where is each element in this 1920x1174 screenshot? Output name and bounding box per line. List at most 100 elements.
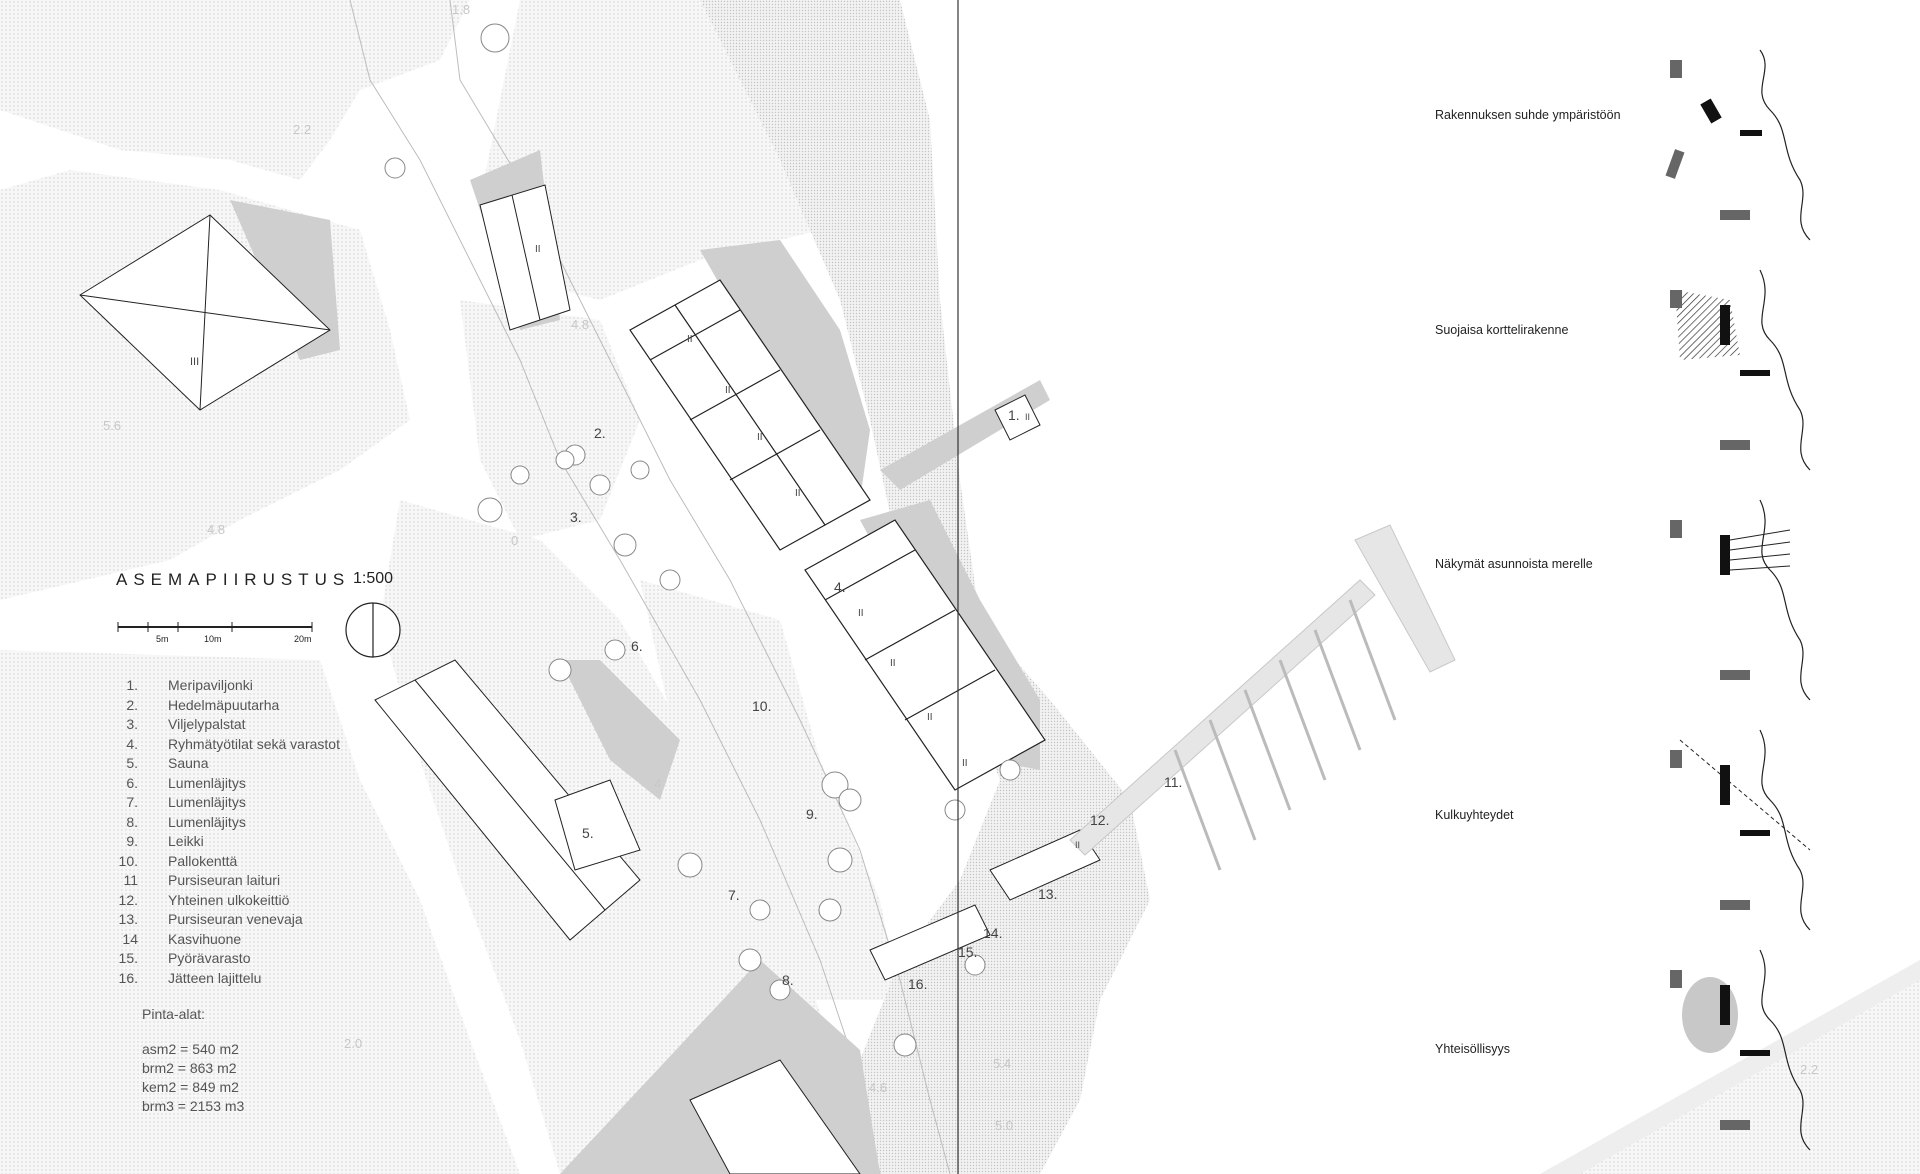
legend-item-number: 12. <box>118 891 138 908</box>
legend-item-number: 2. <box>126 696 138 713</box>
roof-mark-8: II <box>890 658 896 669</box>
altitude-5: 0 <box>511 533 519 548</box>
altitude-8: 4.6 <box>869 1080 888 1095</box>
altitude-6: 4 <box>654 776 662 791</box>
pier <box>1069 524 1456 871</box>
roof-mark-4: II <box>725 385 731 396</box>
plan-label-15: 15. <box>958 944 978 960</box>
legend-item-label: Pursiseuran laituri <box>168 872 281 888</box>
legend-item-number: 15. <box>118 950 138 966</box>
legend-item-label: Lumenläjitys <box>168 813 246 830</box>
concept-diagram-4 <box>1670 729 1811 931</box>
plan-label-14: 14. <box>983 925 1003 941</box>
scale-label-20m: 20m <box>294 634 312 644</box>
north-arrow <box>345 602 401 658</box>
plan-label-7: 7. <box>728 887 740 903</box>
roof-mark-5: II <box>757 432 763 443</box>
altitude-12: 2.0 <box>344 1036 363 1051</box>
legend-item: 13. Pursiseuran venevaja <box>119 910 340 930</box>
legend-item-label: Pyörävarasto <box>168 950 251 966</box>
legend-item: 8. Lumenläjitys <box>126 813 340 833</box>
legend-item: 6.Lumenläjitys <box>126 774 340 794</box>
scale-ratio: 1:500 <box>353 570 394 587</box>
new-housing-blocks <box>629 279 1046 791</box>
legend-item-number: 11 <box>123 872 138 888</box>
legend-item-number: 9. <box>126 833 138 849</box>
legend-item: 14 Kasvihuone <box>122 930 340 950</box>
sea-pavilion <box>994 394 1041 441</box>
sauna-building <box>554 779 641 871</box>
concept-diagrams <box>1665 49 1811 1151</box>
altitude-2: 2.2 <box>293 122 312 137</box>
legend-item: 3. Viljelypalstat <box>126 715 340 735</box>
legend-item-label: Viljelypalstat <box>168 716 246 732</box>
plan-label-6: 6. <box>631 638 643 654</box>
altitude-1: 1.8 <box>452 2 471 17</box>
legend-item-number: 1. <box>126 677 138 693</box>
legend-item-label: Ryhmätyötilat sekä varastot <box>168 735 340 752</box>
legend-item: 11 Pursiseuran laituri <box>123 871 340 891</box>
building-small-north <box>479 184 571 331</box>
concept-title-3: Näkymät asunnoista merelle <box>1435 557 1593 571</box>
legend-item-number: 3. <box>126 716 138 732</box>
plan-label-1: 1. <box>1008 407 1020 423</box>
legend-item: 5. Sauna <box>126 754 340 774</box>
area-line-brm2: brm2 = 863 m2 <box>142 1060 237 1076</box>
roof-mark-6: II <box>795 488 801 499</box>
plan-label-5: 5. <box>582 825 594 841</box>
legend-item-label: Meripaviljonki <box>168 677 253 693</box>
legend-item-number: 10. <box>118 852 138 869</box>
scale-label-10m: 10m <box>204 634 222 644</box>
legend-item-label: Sauna <box>168 755 209 771</box>
legend-item-number: 5. <box>126 755 138 771</box>
roof-mark-3: II <box>687 334 693 345</box>
concept-diagram-1 <box>1665 49 1811 241</box>
area-line-asm2: asm2 = 540 m2 <box>142 1041 239 1057</box>
roof-mark-7: II <box>858 608 864 619</box>
legend-item: 4.Ryhmätyötilat sekä varastot <box>126 735 340 755</box>
legend-item-label: Kasvihuone <box>168 930 242 947</box>
legend-item-label: Leikki <box>168 833 204 849</box>
plan-label-12: 12. <box>1090 812 1110 828</box>
altitude-9: 5.4 <box>993 1056 1012 1071</box>
altitude-10: 5.0 <box>995 1118 1014 1133</box>
legend-item-number: 14 <box>122 930 138 947</box>
drawing-title: ASEMAPIIRUSTUS <box>116 570 351 589</box>
area-line-brm3: brm3 = 2153 m3 <box>142 1098 245 1114</box>
plan-label-4: 4. <box>834 579 846 595</box>
altitude-4: 4.8 <box>207 522 226 537</box>
pavilions <box>869 394 1101 981</box>
outdoor-kitchen <box>989 829 1101 901</box>
legend-item-number: 8. <box>126 813 138 830</box>
legend-item-number: 6. <box>126 774 138 791</box>
legend-item-label: Pursiseuran venevaja <box>168 911 303 927</box>
concept-diagram-2 <box>1670 269 1811 471</box>
area-title: Pinta-alat: <box>142 1006 206 1022</box>
plan-label-8: 8. <box>782 972 794 988</box>
roof-mark-10: II <box>962 758 968 769</box>
plan-label-9: 9. <box>806 806 818 822</box>
altitude-11: 2.2 <box>1800 1062 1819 1077</box>
roof-mark-11: II <box>1025 412 1031 422</box>
trees <box>384 23 1021 1057</box>
legend-item-label: Lumenläjitys <box>168 794 246 810</box>
area-line-kem2: kem2 = 849 m2 <box>142 1079 239 1095</box>
concept-title-2: Suojaisa korttelirakenne <box>1435 323 1569 337</box>
roof-mark-12: II <box>1075 840 1081 850</box>
scale-bar <box>117 622 313 632</box>
existing-buildings <box>79 184 861 1174</box>
legend-item-number: 13. <box>118 911 138 927</box>
plan-label-10: 10. <box>752 698 772 714</box>
concept-title-4: Kulkuyhteydet <box>1435 808 1514 822</box>
legend-item: 7.Lumenläjitys <box>126 793 340 813</box>
legend-item-label: Pallokenttä <box>168 852 238 869</box>
concept-diagram-3 <box>1670 499 1811 701</box>
plan-label-16: 16. <box>908 976 928 992</box>
plan-label-3: 3. <box>570 509 582 525</box>
plan-label-11: 11. <box>1164 774 1183 790</box>
legend-item-label: Jätteen lajittelu <box>168 969 262 986</box>
legend-item-number: 16. <box>118 969 138 986</box>
